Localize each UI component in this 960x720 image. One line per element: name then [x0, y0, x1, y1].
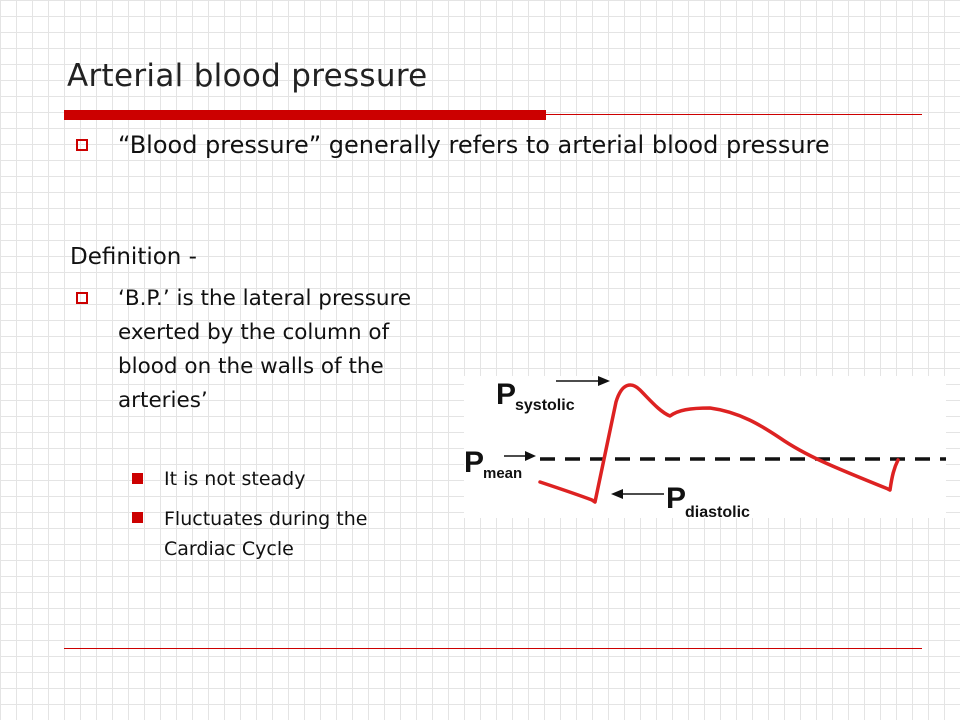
- pressure-waveform-figure: P systolic P mean P diastolic: [464, 376, 946, 518]
- slide-title: Arterial blood pressure: [67, 58, 428, 94]
- bullet-blood-pressure: “Blood pressure” generally refers to art…: [118, 131, 830, 159]
- sub-bullet-not-steady: It is not steady: [164, 468, 306, 490]
- definition-heading: Definition -: [70, 244, 197, 270]
- blood-pressure-waveform: [538, 383, 900, 504]
- filled-square-bullet-icon: [132, 473, 143, 484]
- filled-square-bullet-icon: [132, 512, 143, 523]
- p-mean-subscript: mean: [483, 465, 522, 482]
- p-systolic-label: P: [496, 378, 516, 411]
- pressure-waveform-svg: P systolic P mean P diastolic: [464, 376, 946, 518]
- p-systolic-subscript: systolic: [515, 397, 575, 414]
- bullet-bp-definition: ‘B.P.’ is the lateral pressure exerted b…: [118, 286, 412, 413]
- p-diastolic-subscript: diastolic: [685, 504, 750, 518]
- p-diastolic-label: P: [666, 482, 686, 515]
- p-mean-label: P: [464, 446, 484, 479]
- title-underline-bar: [64, 110, 546, 120]
- diastolic-arrowhead-icon: [611, 489, 623, 499]
- footer-divider: [64, 648, 922, 649]
- hollow-square-bullet-icon: [76, 292, 88, 304]
- sub-bullet-fluctuates: Fluctuates during the Cardiac Cycle: [164, 508, 368, 560]
- mean-arrowhead-icon: [525, 451, 536, 461]
- hollow-square-bullet-icon: [76, 139, 88, 151]
- title-underline-thin: [546, 114, 922, 115]
- systolic-arrowhead-icon: [598, 376, 610, 386]
